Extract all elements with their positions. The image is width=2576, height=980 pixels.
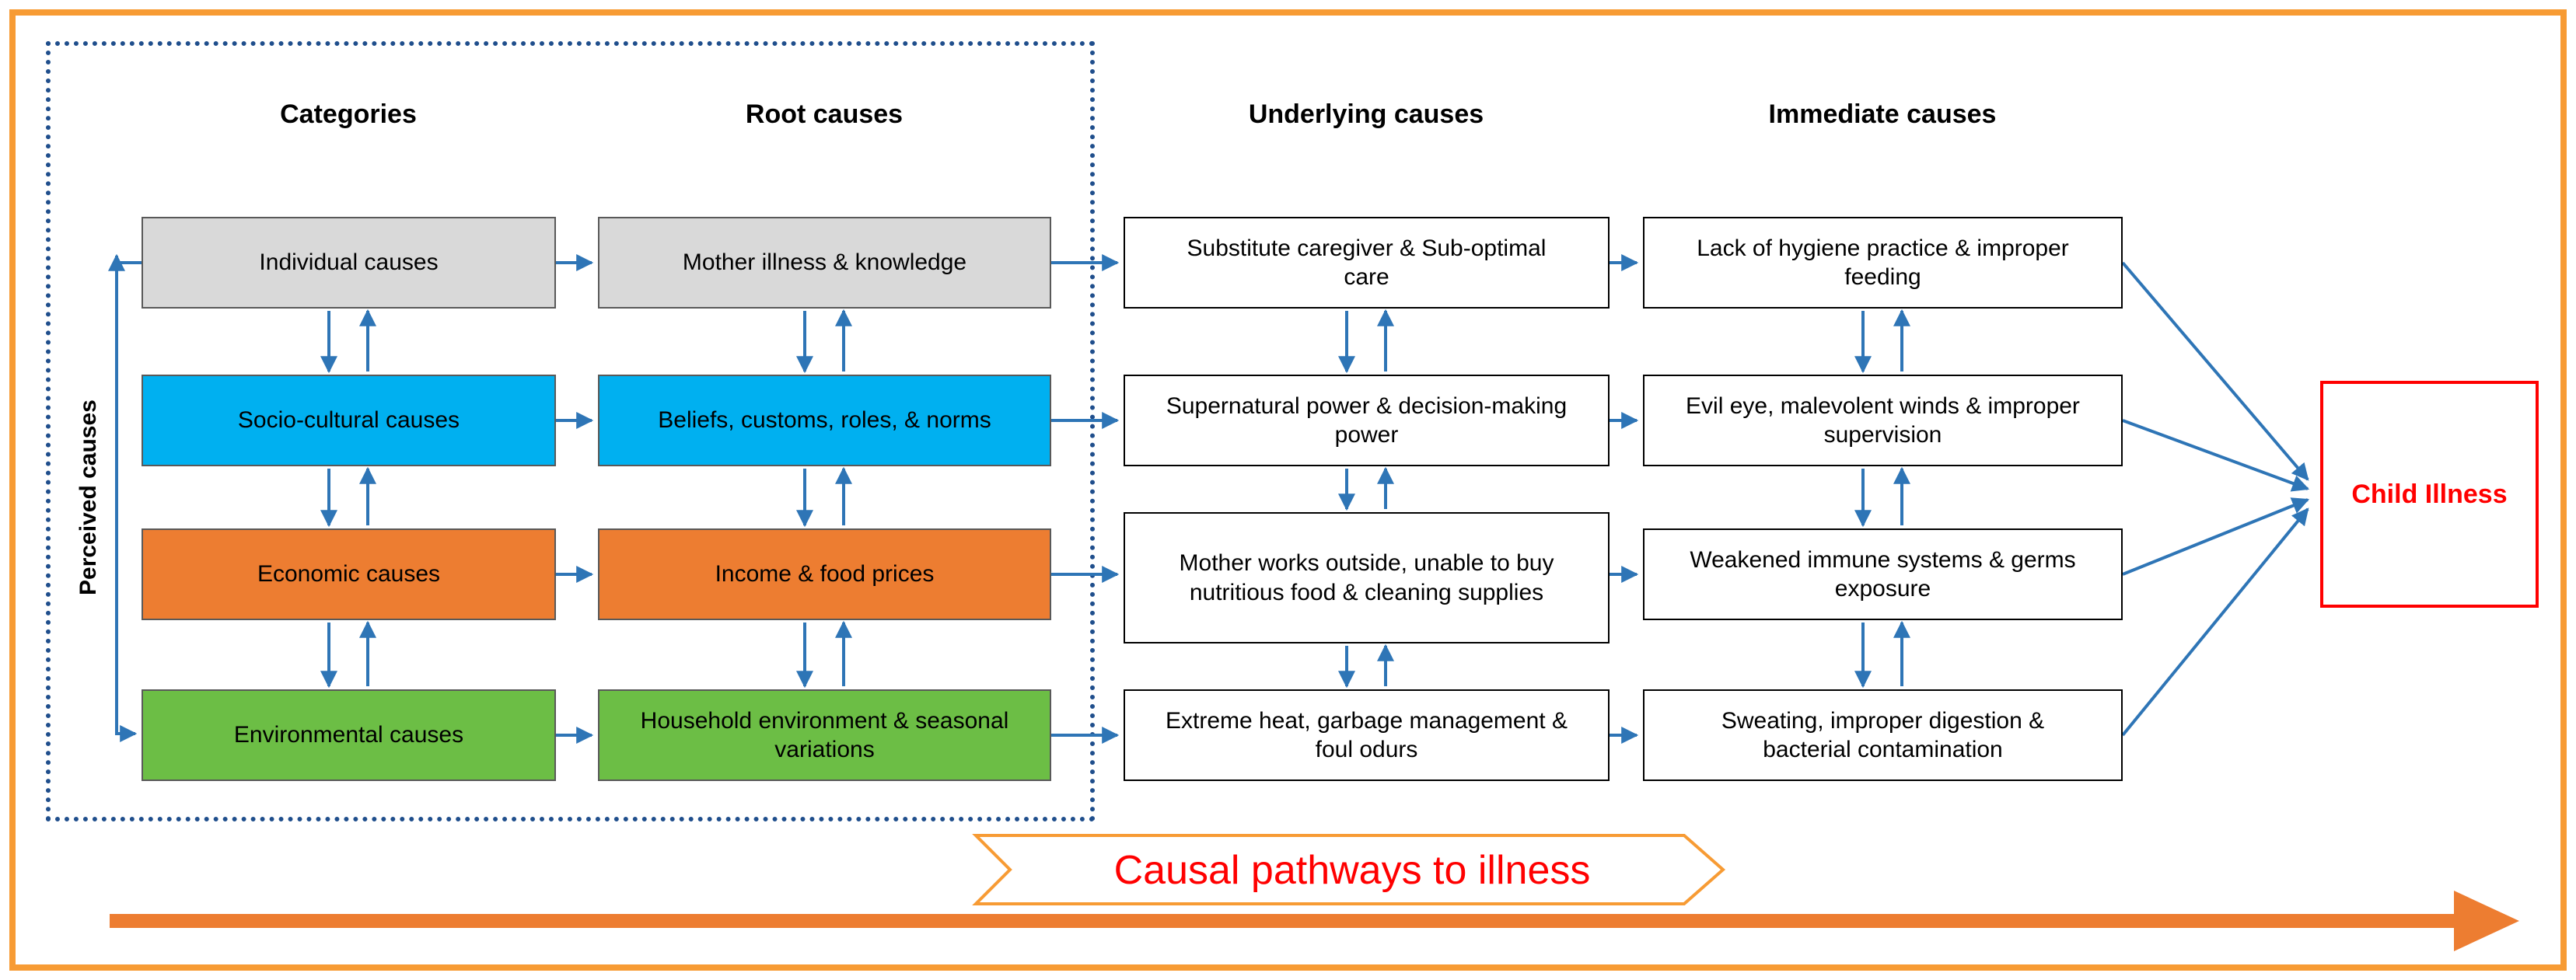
box-lack-of-hygiene: Lack of hygiene practice & improper feed… xyxy=(1643,217,2123,309)
box-household-environment: Household environment & seasonal variati… xyxy=(598,689,1051,781)
box-supernatural-power: Supernatural power & decision-making pow… xyxy=(1124,375,1610,466)
fan-arrows-to-outcome xyxy=(2121,261,2310,737)
column-header-root-causes: Root causes xyxy=(745,99,904,129)
box-socio-cultural-causes: Socio-cultural causes xyxy=(142,375,556,466)
box-beliefs-customs-roles-norms: Beliefs, customs, roles, & norms xyxy=(598,375,1051,466)
column-header-categories: Categories xyxy=(280,99,417,129)
perceived-causes-label: Perceived causes xyxy=(75,399,101,595)
box-evil-eye: Evil eye, malevolent winds & improper su… xyxy=(1643,375,2123,466)
box-weakened-immune: Weakened immune systems & germs exposure xyxy=(1643,528,2123,620)
column-header-underlying-causes: Underlying causes xyxy=(1248,99,1484,129)
box-environmental-causes: Environmental causes xyxy=(142,689,556,781)
box-income-food-prices: Income & food prices xyxy=(598,528,1051,620)
child-illness-box: Child Illness xyxy=(2320,381,2539,608)
perceived-causes-outline xyxy=(46,41,1095,821)
box-economic-causes: Economic causes xyxy=(142,528,556,620)
box-mother-works-outside: Mother works outside, unable to buy nutr… xyxy=(1124,512,1610,643)
box-extreme-heat: Extreme heat, garbage management & foul … xyxy=(1124,689,1610,781)
box-substitute-caregiver: Substitute caregiver & Sub-optimal care xyxy=(1124,217,1610,309)
column-header-immediate-causes: Immediate causes xyxy=(1768,99,1997,129)
box-individual-causes: Individual causes xyxy=(142,217,556,309)
box-sweating-digestion: Sweating, improper digestion & bacterial… xyxy=(1643,689,2123,781)
banner-label: Causal pathways to illness xyxy=(1113,848,1591,893)
box-mother-illness-knowledge: Mother illness & knowledge xyxy=(598,217,1051,309)
